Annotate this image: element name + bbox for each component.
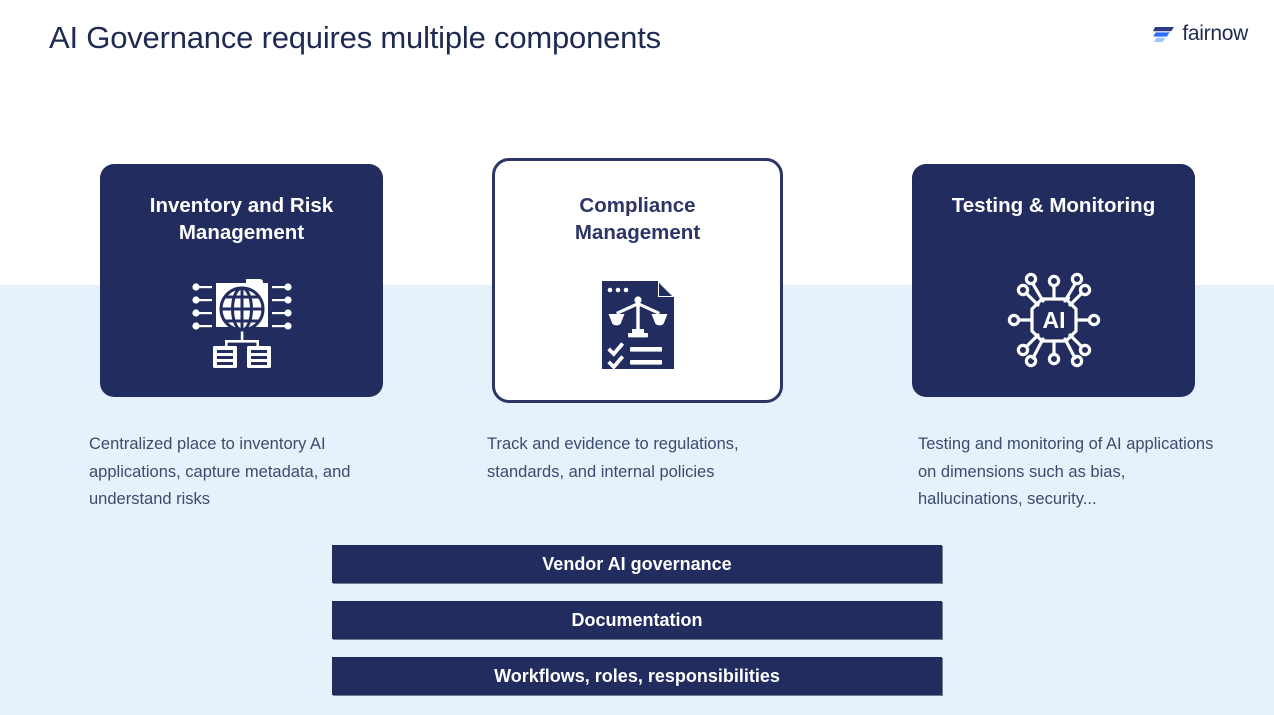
document-scales-checklist-icon (601, 281, 674, 374)
bar-label: Workflows, roles, responsibilities (494, 665, 780, 686)
bar-label: Documentation (571, 609, 703, 630)
ai-chip-network-icon: AI (1005, 272, 1103, 373)
card-caption-testing: Testing and monitoring of AI application… (918, 435, 1214, 508)
bar-documentation[interactable]: Documentation (332, 601, 942, 639)
card-caption-inventory: Centralized place to inventory AI applic… (89, 435, 351, 508)
card-title: Inventory and Risk Management (149, 194, 334, 244)
bar-label: Vendor AI governance (542, 553, 732, 574)
card-testing-and-monitoring[interactable]: Testing & Monitoring (912, 164, 1195, 397)
bar-workflows-roles-responsibilities[interactable]: Workflows, roles, responsibilities (332, 657, 942, 695)
brand-name: fairnow (1182, 22, 1248, 45)
svg-text:AI: AI (1042, 307, 1065, 333)
card-inventory-and-risk-management[interactable]: Inventory and Risk Management (100, 164, 383, 397)
page-title: AI Governance requires multiple componen… (49, 20, 661, 55)
card-caption-compliance: Track and evidence to regulations, stand… (487, 435, 739, 481)
brand-logo: fairnow (1153, 22, 1248, 46)
globe-folder-servers-icon (191, 276, 292, 373)
card-title: Testing & Monitoring (951, 194, 1156, 217)
stacked-bars-icon (1153, 26, 1175, 43)
bar-vendor-ai-governance[interactable]: Vendor AI governance (332, 545, 942, 583)
card-title: Compliance Management (574, 194, 701, 244)
card-compliance-management[interactable]: Compliance Management (492, 158, 783, 403)
